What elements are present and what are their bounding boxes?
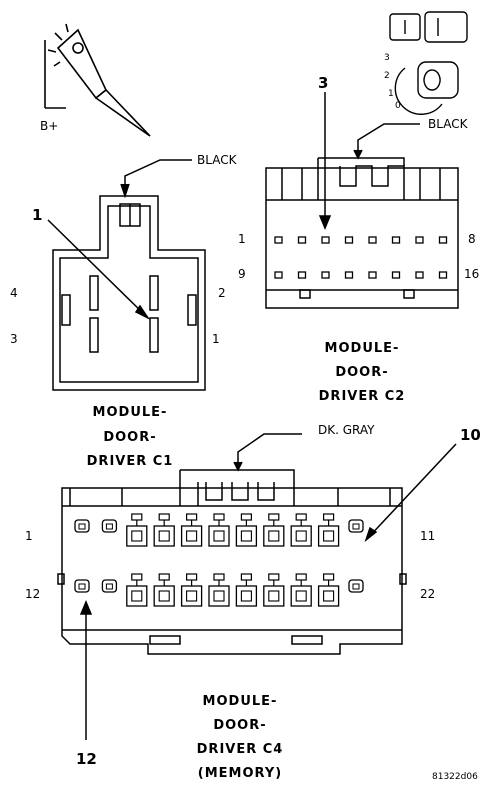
c4-terminal [235,573,258,607]
c2-terminal [297,236,307,244]
c2-terminal [415,271,424,279]
c2-terminal [368,236,377,244]
key-position-labels: 3 2 1 0 [384,53,401,111]
c2-terminal [344,236,354,244]
c1-title-line-2: DOOR- [103,430,156,445]
c4-terminal [126,513,148,547]
c4-title-line-4: (MEMORY) [198,766,282,781]
c2-pin-8: 8 [468,232,476,246]
c4-terminal [290,573,312,607]
c4-terminal [101,519,118,533]
c4-terminal [263,573,285,607]
c4-pin-row-2 [74,573,364,607]
key-switch-icon [389,11,468,115]
c4-terminal [317,513,340,547]
c2-title-line-1: MODULE- [325,341,400,356]
c4-terminal [126,573,148,607]
c1-pin-4: 4 [10,286,18,300]
c1-pin-1: 1 [212,332,220,346]
key-position-0: 0 [395,101,401,111]
c2-pin-row-1 [274,236,448,244]
c4-terminal [290,513,312,547]
c4-pin-22: 22 [420,587,435,601]
c4-pin-1: 1 [25,529,33,543]
c4-title-line-3: DRIVER C4 [197,742,284,757]
c2-terminal [274,271,283,279]
c2-callout-3: 3 [318,74,328,92]
c1-callout-1: 1 [32,206,42,224]
c2-terminal [344,271,354,279]
c1-title-line-1: MODULE- [93,405,168,420]
c4-terminal [317,573,340,607]
c2-terminal [415,236,424,244]
key-position-1: 1 [388,89,394,99]
c2-terminal [274,236,283,244]
test-probe-icon [44,23,151,137]
c4-callout-10: 10 [460,426,481,444]
c2-pin-1: 1 [238,232,246,246]
c2-pin-9: 9 [238,267,246,281]
c4-title-line-2: DOOR- [213,718,266,733]
c2-terminal [438,271,448,279]
c2-terminal [391,271,401,279]
connector-c1 [47,159,206,391]
c1-wire-color: BLACK [197,153,238,167]
c4-terminal [263,513,285,547]
c1-title: MODULE- DOOR- DRIVER C1 [87,405,174,469]
c4-terminal [180,573,203,607]
c4-title-line-1: MODULE- [203,694,278,709]
c1-pin-2: 2 [218,286,226,300]
c2-terminal [368,271,377,279]
c2-terminal [321,236,330,244]
c4-terminal [208,513,230,547]
c2-title-line-3: DRIVER C2 [319,389,406,404]
c4-callout-12: 12 [76,750,97,768]
c2-title-line-2: DOOR- [335,365,388,380]
c4-terminal [153,573,175,607]
key-position-2: 2 [384,71,390,81]
c4-terminal [74,519,90,533]
c2-terminal [297,271,307,279]
c4-terminal [208,573,230,607]
c2-pin-row-2 [274,271,448,279]
c4-pin-12: 12 [25,587,40,601]
figure-id: 81322d06 [432,772,478,782]
c1-title-line-3: DRIVER C1 [87,454,174,469]
c2-pin-16: 16 [464,267,479,281]
c4-terminal [153,513,175,547]
c2-terminal [321,271,330,279]
key-position-3: 3 [384,53,390,63]
c2-terminal [391,236,401,244]
c2-terminal [438,236,448,244]
supply-label: B+ [40,119,58,133]
c4-terminal [235,513,258,547]
c4-terminal [348,519,364,533]
c2-title: MODULE- DOOR- DRIVER C2 [319,341,406,404]
c4-terminal [348,579,364,593]
c1-pin-3: 3 [10,332,18,346]
c4-pin-11: 11 [420,529,435,543]
c4-terminal [101,579,118,593]
c4-terminal [180,513,203,547]
c4-terminal [74,579,90,593]
c4-wire-color: DK. GRAY [318,423,375,437]
c4-title: MODULE- DOOR- DRIVER C4 (MEMORY) [197,694,284,781]
c2-wire-color: BLACK [428,117,469,131]
c4-pin-row-1 [74,513,364,547]
